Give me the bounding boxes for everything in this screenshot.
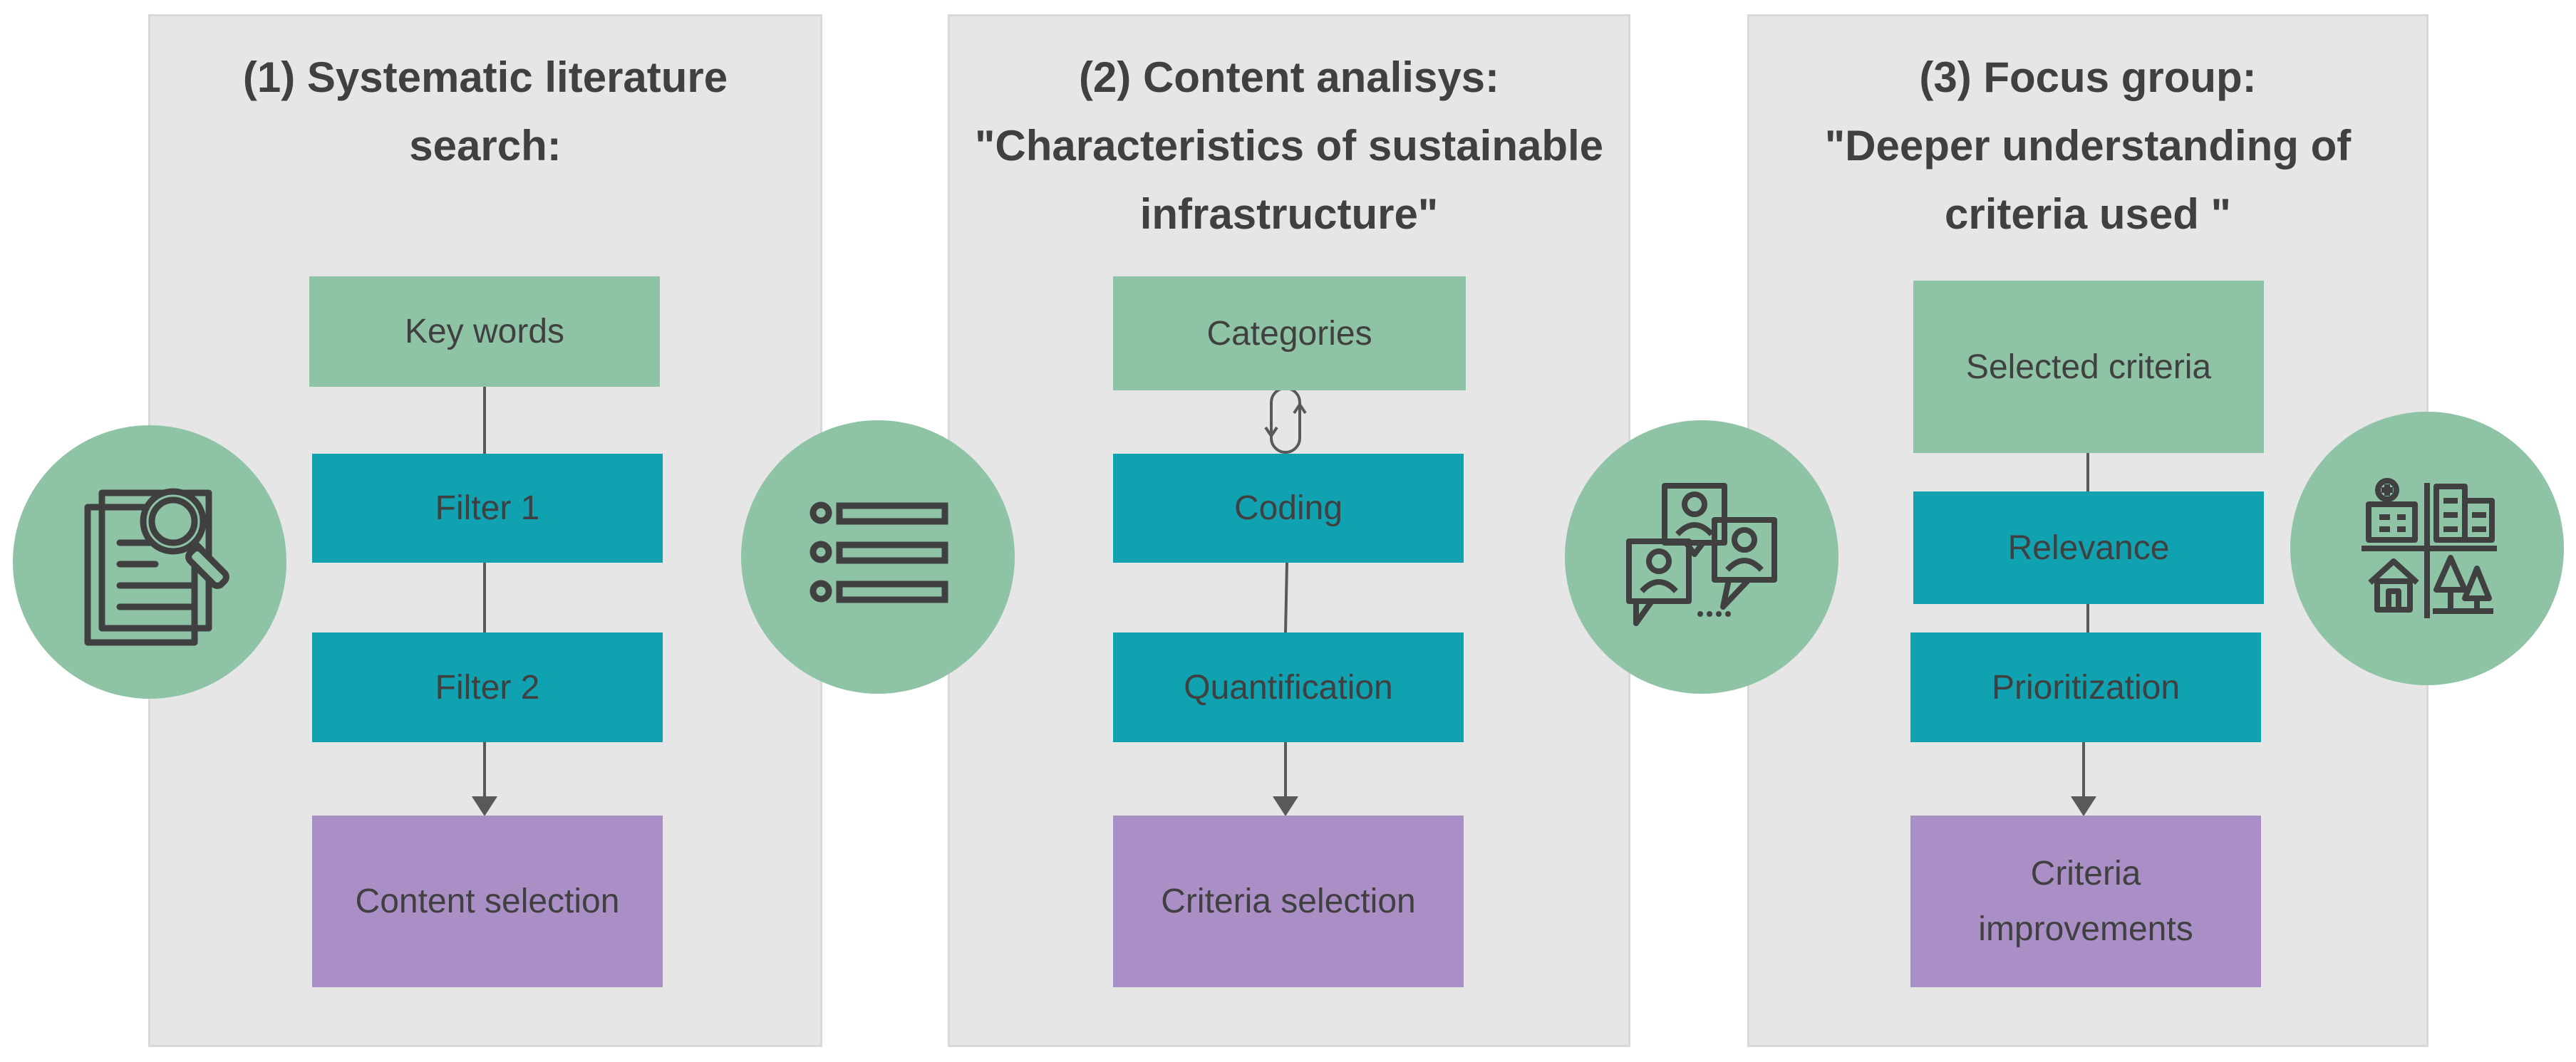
step-content-selection: Content selection xyxy=(312,816,663,987)
discussion-group-circle xyxy=(1565,420,1838,694)
step-filter-2: Filter 2 xyxy=(312,632,663,742)
connector xyxy=(1284,562,1288,633)
arrowhead xyxy=(472,796,497,816)
list-icon xyxy=(809,501,948,603)
step-selected-criteria: Selected criteria xyxy=(1913,281,2264,453)
step-filter-1: Filter 1 xyxy=(312,454,663,563)
step-prioritization: Prioritization xyxy=(1910,632,2261,742)
document-search-icon xyxy=(84,488,229,646)
box-line: improvements xyxy=(1978,910,2193,948)
title-line: (3) Focus group: xyxy=(1919,53,2257,101)
panel-title: (3) Focus group: "Deeper understanding o… xyxy=(1749,43,2426,249)
title-line: infrastructure" xyxy=(1139,190,1439,238)
discussion-group-icon xyxy=(1626,483,1777,626)
list-circle xyxy=(741,420,1015,694)
title-line: (2) Content analisys: xyxy=(1078,53,1500,101)
title-line: "Characteristics of sustainable xyxy=(974,122,1604,170)
title-line: criteria used " xyxy=(1945,190,2231,238)
document-search-circle xyxy=(13,425,286,699)
step-coding: Coding xyxy=(1113,454,1464,563)
title-line: "Deeper understanding of xyxy=(1824,122,2352,170)
step-key-words: Key words xyxy=(309,276,660,387)
arrowhead xyxy=(1273,796,1298,816)
panel-title: (2) Content analisys: "Characteristics o… xyxy=(950,43,1628,249)
step-criteria-improvements: Criteria improvements xyxy=(1910,816,2261,987)
city-buildings-circle xyxy=(2290,412,2564,685)
title-line: search: xyxy=(409,122,562,170)
step-relevance: Relevance xyxy=(1913,491,2264,604)
step-categories: Categories xyxy=(1113,276,1466,390)
step-criteria-selection: Criteria selection xyxy=(1113,816,1464,987)
step-quantification: Quantification xyxy=(1113,632,1464,742)
city-buildings-icon xyxy=(2362,478,2497,618)
panel-title: (1) Systematic literature search: xyxy=(150,43,820,180)
cycle-icon xyxy=(1264,387,1307,454)
title-line: (1) Systematic literature xyxy=(242,53,728,101)
arrowhead xyxy=(2071,796,2096,816)
box-line: Criteria xyxy=(2030,854,2141,892)
